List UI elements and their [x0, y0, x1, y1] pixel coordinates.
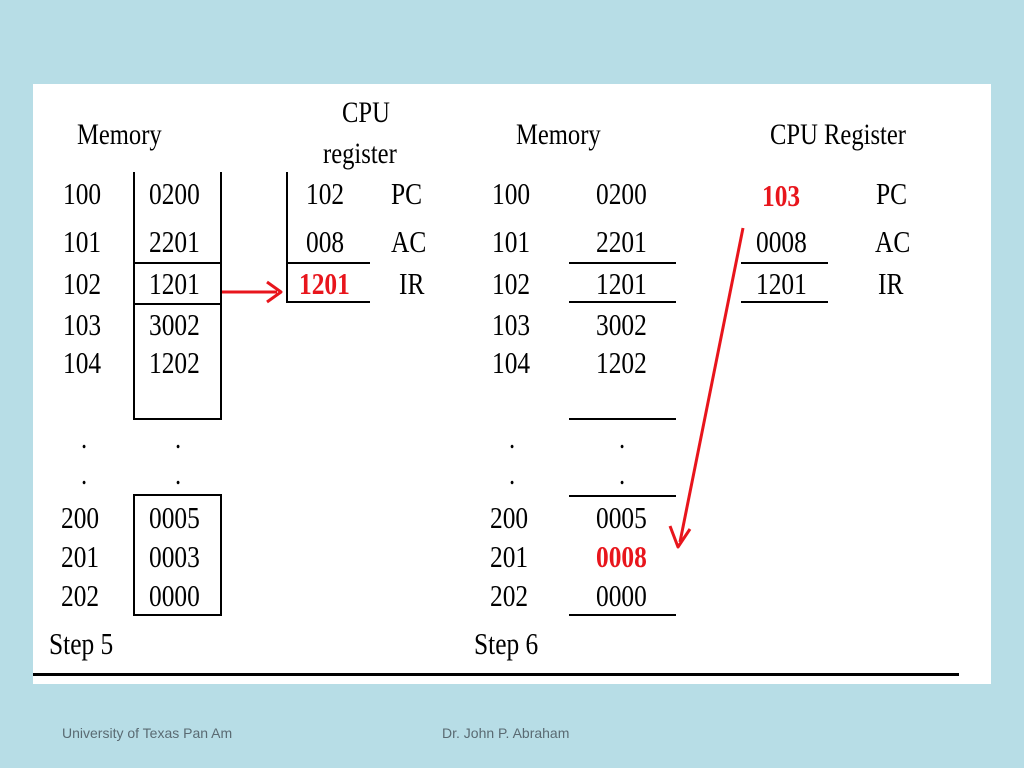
step5-memory-title: Memory [77, 118, 162, 151]
step5-reg-name: IR [399, 266, 425, 301]
step5-ellipsis: . [175, 422, 182, 455]
step6-reg-value: 1201 [756, 266, 807, 301]
step5-mem-divider [133, 303, 222, 305]
step6-mem-addr: 202 [490, 578, 529, 613]
step5-reg-value: 008 [306, 224, 345, 259]
step6-mem-value: 3002 [596, 307, 647, 342]
step6-mem-value: 0005 [596, 500, 647, 535]
step6-reg-divider [741, 301, 828, 303]
arrows-layer [222, 227, 745, 549]
step6-mem-value: 0200 [596, 176, 647, 211]
step5-mem-value: 2201 [149, 224, 200, 259]
step5-reg-box-bottom [286, 301, 370, 303]
step6-memory-title: Memory [516, 118, 601, 151]
step5-reg-box-left [286, 172, 288, 302]
step5-mem-box-bottom [133, 418, 222, 420]
step5-cpu-title-line1: CPU [342, 96, 390, 129]
step6-mem-addr: 104 [492, 345, 531, 380]
step6-reg-value-highlight: 103 [762, 178, 801, 213]
step6-reg-value: 0008 [756, 224, 807, 259]
step6-mem-value: 1201 [596, 266, 647, 301]
step5-mem-box-right [220, 172, 222, 420]
step5-ellipsis: . [81, 422, 88, 455]
step6-mem-divider [569, 262, 676, 264]
step5-mem-value: 1201 [149, 266, 200, 301]
step6-mem-addr: 102 [492, 266, 531, 301]
step5-reg-divider [286, 262, 370, 264]
step5-mem-value: 0003 [149, 539, 200, 574]
step5-mem-addr: 201 [61, 539, 100, 574]
step5-cpu-title-line2: register [323, 137, 397, 170]
step5-mem-addr: 200 [61, 500, 100, 535]
step5-mem-value: 0000 [149, 578, 200, 613]
store-arrow [668, 227, 745, 549]
fetch-arrow [222, 280, 283, 304]
step6-reg-divider [741, 262, 828, 264]
step5-mem-box2-left [133, 494, 135, 616]
step6-mem-value: 1202 [596, 345, 647, 380]
step6-mem-addr: 200 [490, 500, 529, 535]
step5-ellipsis: . [81, 458, 88, 491]
step6-reg-name: PC [876, 176, 908, 211]
step5-reg-value: 102 [306, 176, 345, 211]
step5-reg-name: PC [391, 176, 423, 211]
step5-mem-addr: 103 [63, 307, 102, 342]
step6-mem-addr: 100 [492, 176, 531, 211]
step6-mem-value-highlight: 0008 [596, 539, 647, 574]
step5-mem-box-left [133, 172, 135, 420]
step5-mem-box2-top [133, 494, 222, 496]
step6-mem-addr: 103 [492, 307, 531, 342]
step6-ellipsis: . [619, 458, 626, 491]
step5-reg-value-highlight: 1201 [299, 266, 350, 301]
step6-mem-divider [569, 614, 676, 616]
step6-mem-divider [569, 495, 676, 497]
step5-label: Step 5 [49, 626, 114, 661]
footer-author: Dr. John P. Abraham [442, 725, 570, 741]
step5-ellipsis: . [175, 458, 182, 491]
step6-mem-divider [569, 301, 676, 303]
bottom-rule [33, 673, 959, 676]
step6-mem-addr: 201 [490, 539, 529, 574]
slide-content: Memory CPU register 100 101 102 103 104 … [33, 84, 991, 684]
step5-mem-value: 1202 [149, 345, 200, 380]
step5-mem-value: 0200 [149, 176, 200, 211]
step6-ellipsis: . [509, 458, 516, 491]
step6-ellipsis: . [509, 422, 516, 455]
step6-label: Step 6 [474, 626, 539, 661]
step6-mem-value: 0000 [596, 578, 647, 613]
step6-reg-name: IR [878, 266, 904, 301]
step5-mem-box2-right [220, 494, 222, 616]
step6-ellipsis: . [619, 422, 626, 455]
step5-reg-name: AC [391, 224, 427, 259]
step6-mem-addr: 101 [492, 224, 531, 259]
step5-mem-value: 0005 [149, 500, 200, 535]
step5-mem-addr: 104 [63, 345, 102, 380]
step5-mem-addr: 100 [63, 176, 102, 211]
step6-mem-value: 2201 [596, 224, 647, 259]
step6-reg-name: AC [875, 224, 911, 259]
step5-mem-addr: 102 [63, 266, 102, 301]
step5-mem-addr: 202 [61, 578, 100, 613]
footer-university: University of Texas Pan Am [62, 725, 233, 741]
step5-mem-value: 3002 [149, 307, 200, 342]
step6-cpu-title: CPU Register [770, 118, 906, 151]
step5-mem-box2-bottom [133, 614, 222, 616]
step5-mem-divider [133, 262, 222, 264]
step5-mem-addr: 101 [63, 224, 102, 259]
step6-mem-divider [569, 418, 676, 420]
